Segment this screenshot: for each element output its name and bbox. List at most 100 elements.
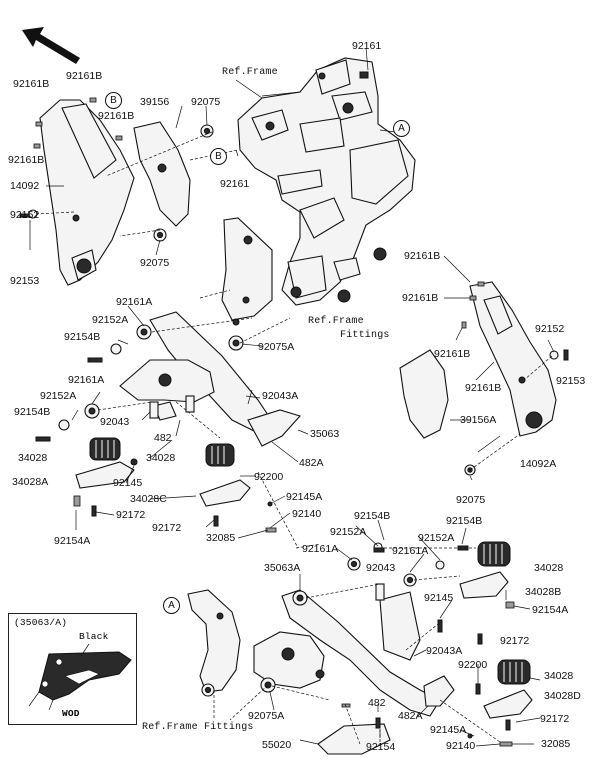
footpeg-34028D (483, 659, 533, 719)
frame-assembly (237, 57, 416, 306)
part-label: 92161 (352, 40, 382, 52)
part-label: 14092 (10, 180, 40, 192)
inset-title: (35063/A) (14, 617, 68, 628)
part-label: 34028 (146, 452, 176, 464)
part-label: 34028D (544, 690, 581, 702)
part-label: 92200 (458, 659, 488, 671)
part-label: 92152 (535, 323, 565, 335)
footpeg-bracket-left (119, 217, 273, 433)
part-label: 92043A (426, 645, 463, 657)
callout-a: A (163, 597, 180, 614)
part-label: 92075A (248, 710, 285, 722)
part-label: 92200 (254, 471, 284, 483)
part-label: 55020 (262, 739, 292, 751)
part-label: 92043 (366, 562, 396, 574)
heel-guard-right (423, 675, 455, 707)
part-label: 92145A (430, 724, 467, 736)
part-label: 92161A (116, 296, 153, 308)
part-label: 92161A (392, 545, 429, 557)
part-label: 92154 (366, 741, 396, 753)
part-label: 92172 (500, 635, 530, 647)
part-label: 34028 (544, 670, 574, 682)
part-label: 92161B (13, 78, 50, 90)
part-label: 92152A (418, 532, 455, 544)
part-label: 34028B (525, 586, 562, 598)
part-label: 482 (368, 697, 386, 709)
part-label: 92152A (92, 314, 129, 326)
part-label: 92075 (191, 96, 221, 108)
part-label: 92161 (220, 178, 250, 190)
pad-39156 (133, 121, 191, 227)
part-label: 92154B (64, 331, 101, 343)
part-label: 92161B (66, 70, 103, 82)
part-label: 92161B (402, 292, 439, 304)
part-label: 92153 (556, 375, 586, 387)
part-label: 92154B (14, 406, 51, 418)
footpeg-bracket-right (187, 589, 441, 717)
side-cover-left (39, 99, 135, 286)
part-label: 35063A (264, 562, 301, 574)
part-label: 92075 (456, 494, 486, 506)
inset-heel-guard-variant: (35063/A) Black WOD (8, 613, 137, 725)
part-label: 92140 (292, 508, 322, 520)
part-label: 92154A (532, 604, 569, 616)
part-label: 92161B (434, 348, 471, 360)
part-label: 92154B (446, 515, 483, 527)
part-label: 482A (299, 457, 324, 469)
part-label: 39156 (140, 96, 170, 108)
part-label: 92043A (262, 390, 299, 402)
inset-color-label: Black (79, 631, 109, 642)
part-label: 92152 (10, 209, 40, 221)
inset-variant-label: WOD (62, 708, 80, 719)
part-label: 92075 (140, 257, 170, 269)
part-label: 92075A (258, 341, 295, 353)
part-label: 34028 (534, 562, 564, 574)
part-label: 92145 (113, 477, 143, 489)
part-label: 92154A (54, 535, 91, 547)
part-label: 92152A (40, 390, 77, 402)
part-label: 92145A (286, 491, 323, 503)
part-label: 92172 (116, 509, 146, 521)
part-label: 34028 (18, 452, 48, 464)
part-label: 92152A (330, 526, 367, 538)
inset-heel-guard-drawing (28, 643, 132, 711)
part-label: 92154B (354, 510, 391, 522)
heel-guard-left (247, 409, 301, 447)
plate-55020 (317, 723, 391, 755)
callout-a: A (393, 120, 410, 137)
part-label: 14092A (520, 458, 557, 470)
callout-b: B (210, 148, 227, 165)
part-label: 92153 (10, 275, 40, 287)
part-label: 482A (398, 710, 423, 722)
ref-frame-fittings-label-line2: Fittings (340, 330, 390, 341)
part-label: 32085 (206, 532, 236, 544)
part-label: 39156A (460, 414, 497, 426)
footpeg-34028A (75, 437, 138, 489)
part-label: 92161A (68, 374, 105, 386)
ref-frame-label: Ref.Frame (222, 67, 278, 78)
callout-b: B (105, 92, 122, 109)
footpeg-34028B (459, 541, 511, 599)
side-cover-right (461, 281, 557, 437)
ref-frame-fittings-bottom-label: Ref.Frame Fittings (142, 722, 254, 733)
pad-39156A (399, 349, 449, 439)
footpeg-34028C (199, 443, 251, 507)
part-label: 92161B (98, 110, 135, 122)
part-label: 34028A (12, 476, 49, 488)
part-label: 92172 (540, 713, 570, 725)
part-label: 92161B (8, 154, 45, 166)
part-label: 92043 (100, 416, 130, 428)
part-label: 92145 (424, 592, 454, 604)
ref-frame-fittings-label-line1: Ref.Frame (308, 316, 364, 327)
part-label: 92172 (152, 522, 182, 534)
part-label: 482 (154, 432, 172, 444)
front-direction-arrow-icon (22, 27, 80, 64)
part-label: 92161B (465, 382, 502, 394)
part-label: 32085 (541, 738, 571, 750)
part-label: 35063 (310, 428, 340, 440)
part-label: 92161A (302, 543, 339, 555)
part-label: 92161B (404, 250, 441, 262)
part-label: 34028C (130, 493, 167, 505)
